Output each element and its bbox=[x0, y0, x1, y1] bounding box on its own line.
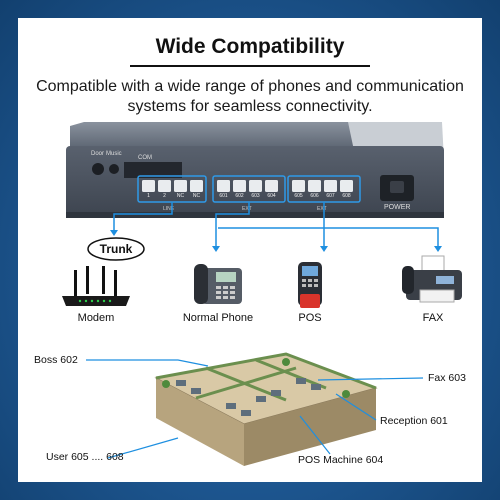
music-jack bbox=[109, 164, 119, 174]
modem-label: Modem bbox=[77, 312, 115, 324]
ext-b-port-jack bbox=[340, 180, 353, 192]
pos-label: POS bbox=[298, 312, 322, 324]
office-label-reception: Reception 601 bbox=[380, 415, 448, 427]
office-label-boss: Boss 602 bbox=[34, 354, 78, 366]
trunk-label: Trunk bbox=[99, 242, 133, 256]
line-port-jack bbox=[190, 180, 203, 192]
office-label-pos: POS Machine 604 bbox=[298, 454, 384, 466]
ext-a-port-jack bbox=[217, 180, 230, 192]
line-port-label: NC bbox=[176, 193, 185, 199]
ext-group-b-label: EXT bbox=[317, 206, 327, 212]
ext-a-port-jack bbox=[249, 180, 262, 192]
ext-b-port-jack bbox=[292, 180, 305, 192]
line-port-label: NC bbox=[192, 193, 201, 199]
door-label: Door bbox=[91, 151, 105, 157]
pos-terminal-icon bbox=[298, 262, 322, 308]
power-label: POWER bbox=[384, 204, 411, 211]
trunk-bubble bbox=[87, 237, 145, 261]
line-port-jack bbox=[158, 180, 171, 192]
com-port bbox=[124, 162, 182, 178]
ext-a-port-label: 603 bbox=[251, 193, 260, 199]
ext-b-port-jack bbox=[308, 180, 321, 192]
page-title: Wide Compatibility bbox=[155, 35, 345, 58]
line-port-label: 2 bbox=[163, 193, 166, 199]
desk-phone-icon bbox=[194, 264, 242, 304]
ext-a-port-jack bbox=[265, 180, 278, 192]
ext-b-port-label: 605 bbox=[294, 193, 303, 199]
line-port-jack bbox=[174, 180, 187, 192]
line-port-label: 1 bbox=[147, 193, 150, 199]
ext-group-a-label: EXT bbox=[242, 206, 252, 212]
ext-a-port-label: 602 bbox=[235, 193, 244, 199]
ext-b-port-label: 608 bbox=[342, 193, 351, 199]
office-label-fax: Fax 603 bbox=[428, 372, 466, 384]
line-group-label: LINE bbox=[163, 206, 175, 212]
title-underline bbox=[130, 65, 370, 67]
fax-machine-icon bbox=[402, 255, 462, 303]
ext-b-port-label: 606 bbox=[310, 193, 319, 199]
router-icon bbox=[62, 266, 130, 306]
pbx-device bbox=[66, 122, 444, 218]
com-label: COM bbox=[138, 155, 152, 161]
ext-a-port-label: 601 bbox=[219, 193, 228, 199]
phone-label: Normal Phone bbox=[182, 312, 254, 324]
office-label-user: User 605 .... 608 bbox=[46, 451, 124, 463]
ext-a-port-jack bbox=[233, 180, 246, 192]
line-port-jack bbox=[142, 180, 155, 192]
page-subtitle: Compatible with a wide range of phones a… bbox=[36, 78, 464, 115]
info-card: Wide Compatibility Compatible with a wid… bbox=[18, 18, 482, 482]
fax-label: FAX bbox=[422, 312, 444, 324]
device-lid bbox=[70, 122, 442, 148]
ext-b-port-label: 607 bbox=[326, 193, 335, 199]
ext-b-port-jack bbox=[324, 180, 337, 192]
music-label: Music bbox=[106, 151, 122, 157]
door-jack bbox=[92, 163, 104, 175]
ext-a-port-label: 604 bbox=[267, 193, 276, 199]
